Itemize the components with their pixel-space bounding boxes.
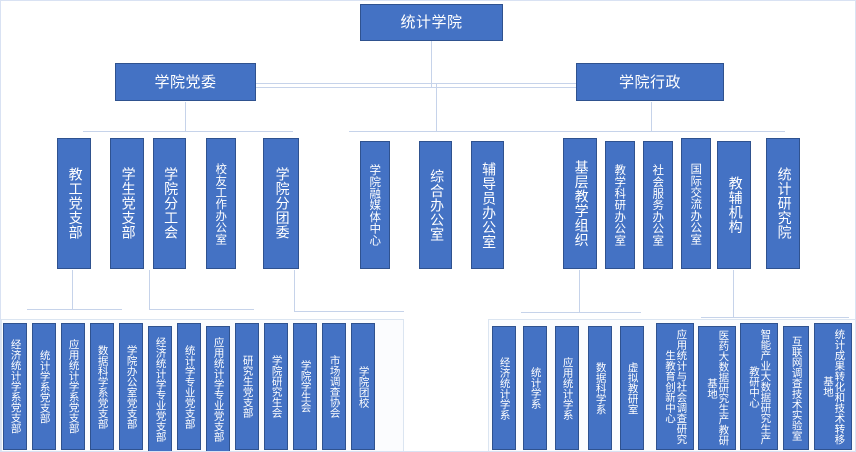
connector-middle-down (436, 83, 437, 131)
node-L4L-10[interactable]: 学院学生会 (293, 323, 317, 450)
connector-root-down (431, 40, 432, 87)
connector-teaching-org-bus (521, 312, 641, 313)
node-root[interactable]: 统计学院 (360, 4, 503, 41)
node-L4L-4[interactable]: 学院办公室党支部 (119, 323, 143, 450)
node-L4L-2[interactable]: 应用统计学系党支部 (61, 323, 85, 450)
connector-level2-bus (191, 87, 671, 88)
node-L4R-6[interactable]: 医药大数据研究生产教研基地 (698, 326, 736, 450)
node-L4L-9[interactable]: 学院研究生会 (264, 323, 288, 450)
node-social-service-office[interactable]: 社会服务办公室 (643, 141, 673, 269)
node-L4L-0[interactable]: 经济统计学系党支部 (3, 323, 27, 450)
node-L4R-2[interactable]: 应用统计学系 (555, 326, 579, 450)
node-general-office[interactable]: 综合办公室 (419, 141, 452, 269)
node-L4R-9[interactable]: 统计成果转化和技术转移基地 (814, 323, 852, 450)
node-party-committee[interactable]: 学院党委 (115, 63, 256, 101)
node-L4L-3[interactable]: 数据科学系党支部 (90, 323, 114, 450)
node-alumni-office[interactable]: 校友工作办公室 (206, 138, 236, 269)
node-L4L-5[interactable]: 经济统计学专业党支部 (148, 326, 172, 451)
node-L4L-11[interactable]: 市场调查协会 (322, 323, 346, 450)
node-L4R-1[interactable]: 统计学系 (523, 326, 547, 450)
connector-middle-bus (349, 131, 785, 132)
node-media-center[interactable]: 学院融媒体中心 (360, 141, 390, 269)
connector-support-org-down (733, 270, 734, 318)
node-statistics-institute[interactable]: 统计研究院 (766, 138, 800, 269)
connector-party-bus (83, 131, 293, 132)
node-college-union[interactable]: 学院分工会 (153, 138, 186, 269)
connector-party-down (185, 102, 186, 132)
connector-admin-down (651, 102, 652, 132)
connector-teaching-org-down (579, 270, 580, 313)
node-L4L-12[interactable]: 学院团校 (351, 323, 375, 450)
node-grassroots-teaching-org[interactable]: 基层教学组织 (563, 138, 597, 269)
node-college-admin[interactable]: 学院行政 (576, 63, 724, 101)
node-youth-league-committee[interactable]: 学院分团委 (263, 138, 299, 269)
connector-teacher-branch-down (72, 270, 73, 310)
node-teaching-research-office[interactable]: 教学科研办公室 (605, 141, 635, 269)
connector-student-branch-bus (149, 309, 254, 310)
node-L4R-7[interactable]: 智能产业大数据研究生产教研中心 (740, 323, 778, 450)
connector-teacher-branch-bus (27, 309, 122, 310)
node-student-party-branch[interactable]: 学生党支部 (110, 138, 144, 269)
node-faculty-party-branch[interactable]: 教工党支部 (57, 138, 91, 269)
node-counselor-office[interactable]: 辅导员办公室 (471, 141, 504, 269)
node-L4R-5[interactable]: 应用统计与社会调查研究生教育创新中心 (656, 323, 694, 450)
connector-student-branch-down (149, 270, 150, 310)
connector-support-org-bus (701, 317, 849, 318)
connector-youth-league-bus (294, 311, 404, 312)
node-L4R-8[interactable]: 互联网调查技术实验室 (783, 326, 809, 450)
node-support-org[interactable]: 教辅机构 (717, 141, 751, 269)
node-L4L-6[interactable]: 统计学专业党支部 (177, 323, 201, 450)
connector-youth-league-down (294, 270, 295, 312)
node-international-office[interactable]: 国际交流办公室 (681, 138, 711, 269)
node-L4L-1[interactable]: 统计学系党支部 (32, 323, 56, 450)
node-L4L-7[interactable]: 应用统计学专业党支部 (206, 326, 230, 451)
node-L4R-4[interactable]: 虚拟教研室 (620, 326, 644, 450)
node-L4L-8[interactable]: 研究生党支部 (235, 323, 259, 450)
connector-party-admin-link (256, 83, 576, 84)
node-L4R-3[interactable]: 数据科学系 (588, 326, 612, 450)
node-L4R-0[interactable]: 经济统计学系 (492, 326, 516, 450)
